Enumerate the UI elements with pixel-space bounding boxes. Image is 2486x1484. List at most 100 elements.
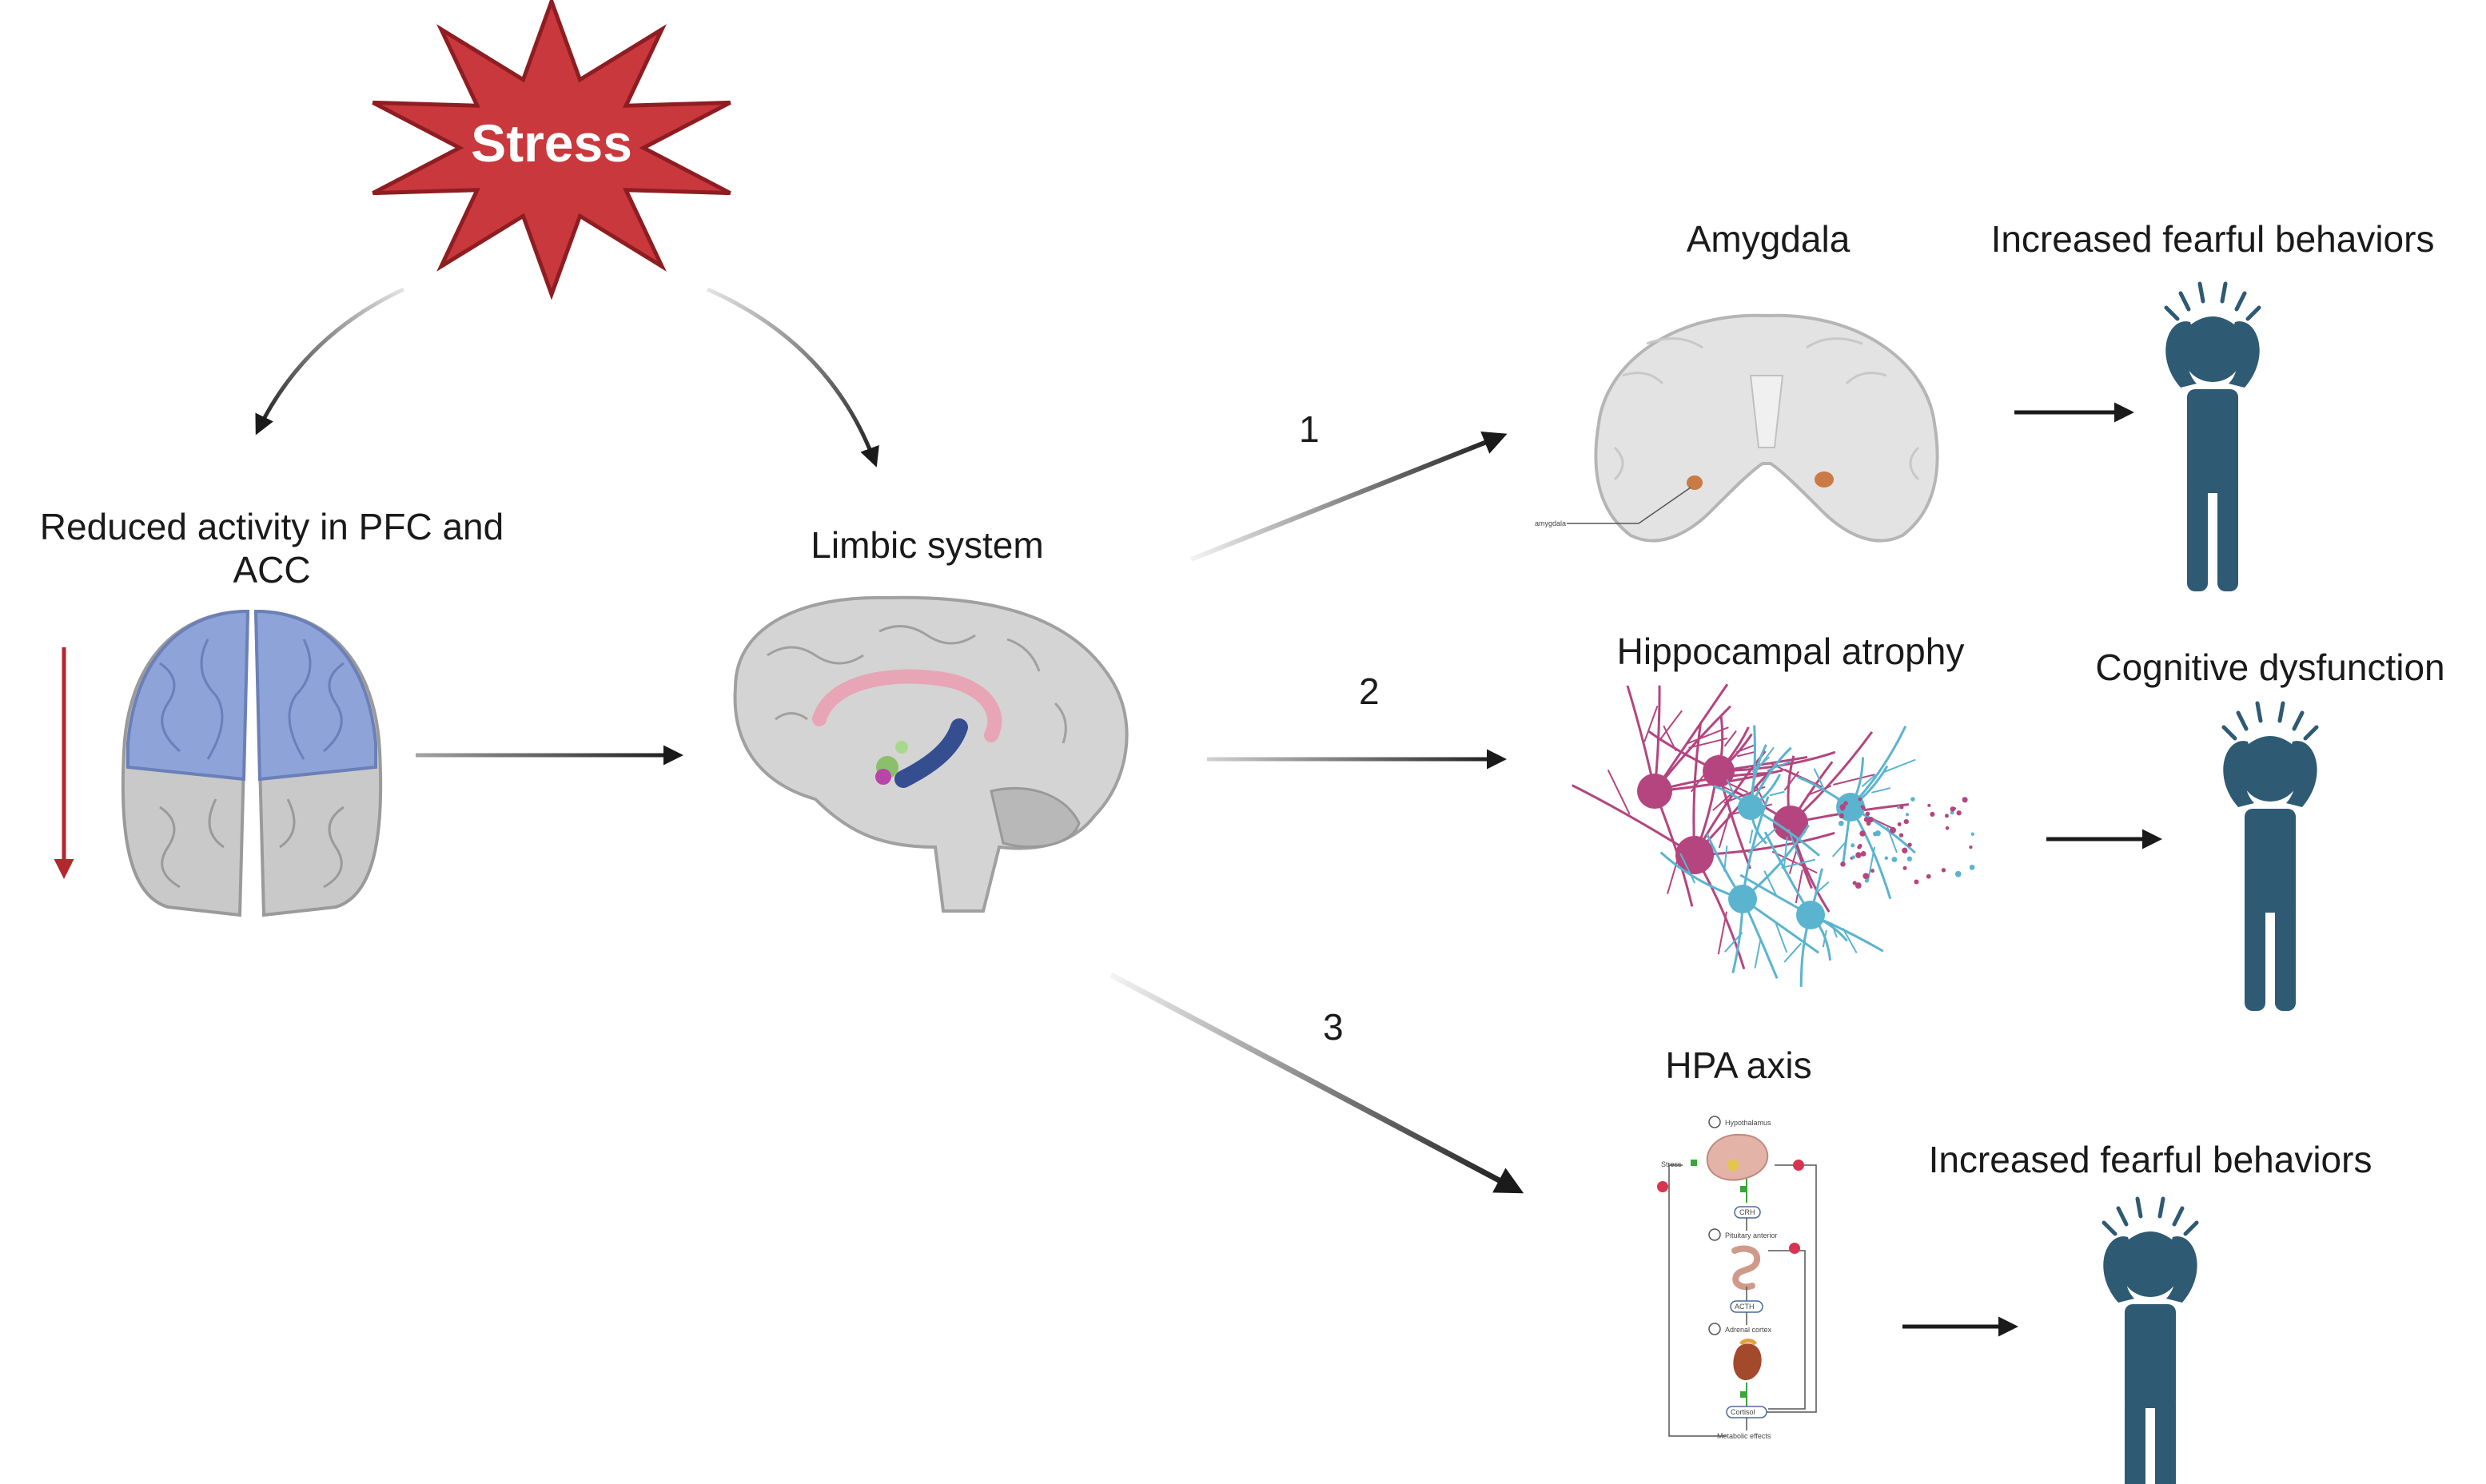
stress-starburst [372,0,731,300]
dendrite-branch [1607,769,1631,815]
dendrite-branch [1724,932,1743,953]
synapse-dot [1861,806,1866,810]
limbic-system-label: Limbic system [811,524,1044,566]
dendrite-branch [1831,841,1847,857]
dendrite-branch [1822,929,1827,948]
neuron-soma [1773,806,1808,841]
dendrite-branch [1783,942,1803,963]
neuron-soma [1637,774,1672,809]
dendrite-branch [1723,730,1737,747]
pfc-brain-top-view [121,609,383,917]
dendrite-branch [1882,758,1916,774]
dendrite-branch [1717,911,1727,955]
synapse-dot [1899,805,1904,810]
synapse-dot [1907,842,1912,847]
hpa-axis-label: HPA axis [1665,1044,1812,1086]
dendrite-branch [1775,921,1788,953]
fearful-person-icon-1 [2164,281,2261,591]
synapse-dot [1902,865,1907,870]
synapse-dot [1962,797,1968,803]
synapse-dot [1858,843,1863,849]
synapse-dot [1840,861,1846,867]
hpa-effects-label: Metabolic effects [1717,1432,1771,1440]
dendrite-branch [1688,737,1728,749]
fearful-person-icon-3 [2102,1196,2199,1484]
hpa-crh-label: CRH [1739,1208,1755,1216]
dendrite-branch [1690,754,1720,793]
dendrite-branch [1767,760,1791,772]
dendrite-branch [1769,790,1785,797]
dendrite-branch [1788,850,1798,874]
neuron-network [1572,683,1975,987]
hpa-axis-diagram: Hypothalamus CRH Pituitary anterior ACTH… [1657,1116,1817,1440]
arrow-stress-to-limbic [706,287,879,467]
synapse-dot [1864,878,1869,883]
dendrite-branch [1787,829,1800,857]
synapse-dot [1970,832,1975,836]
hpa-acth-label: ACTH [1735,1303,1755,1311]
dendrite-branch [1659,710,1683,741]
synapse-dot [1860,851,1866,857]
dendrite-branch [1763,870,1778,897]
synapse-dot [1891,857,1898,862]
synapse-dot [1927,803,1931,807]
synapse-dot [1897,822,1902,827]
path-number-1: 1 [1299,408,1320,450]
dendrite-branch [1815,881,1830,894]
synapse-dot [1914,879,1919,885]
dendrite-branch [1781,858,1816,869]
stress-label: Stress [471,113,632,173]
pfc-label-line1: Reduced activity in PFC and [39,506,504,547]
hpa-pituitary-label: Pituitary anterior [1725,1231,1778,1239]
synapse-dot [1865,811,1870,817]
amygdala-coronal-brain: amygdala [1535,313,1939,543]
synapse-dot [1867,816,1874,823]
dendrite-branch [1736,751,1755,758]
dendrite-branch [1795,869,1803,904]
synapse-dot [1902,847,1908,853]
hpa-stress-label: Stress [1661,1160,1682,1168]
dendrite-branch [1751,756,1771,773]
synapse-dot [1890,826,1896,834]
synapse-dot [1954,870,1962,877]
synapse-dot [1884,856,1888,860]
synapse-dot [1897,806,1901,810]
hippocampal-atrophy-label: Hippocampal atrophy [1616,631,1965,672]
limbic-brain-sagittal [733,595,1129,913]
synapse-dot [1910,797,1915,802]
synapse-dot [1843,801,1848,806]
amygdala-label: Amygdala [1686,218,1851,260]
arrow-path-1 [1189,431,1508,562]
synapse-dot [1851,843,1855,848]
dendrite-branch [1833,774,1875,786]
dendrite-branch [1747,827,1777,854]
synapse-dot [1838,820,1844,826]
synapse-dot [1905,813,1910,817]
dendrite-branch [1712,786,1740,811]
synapse-dot [1866,821,1871,826]
synapse-dot [1863,817,1870,822]
dendrite-branch [1813,768,1824,788]
dendrite-branch [1754,938,1762,969]
dendrite-branch [1663,725,1677,752]
synapse-dot [1950,810,1954,815]
hpa-cortisol-label: Cortisol [1731,1408,1755,1416]
synapse-dot [1903,818,1909,825]
synapse-dot [1840,806,1845,811]
outcome-label-1: Increased fearful behaviors [1990,218,2435,260]
synapse-dot [1851,855,1855,860]
dendrite-branch [1723,845,1728,872]
outcome-label-2: Cognitive dysfunction [2095,647,2445,688]
dendrite-branch [1771,850,1818,874]
arrow-path-3 [1110,972,1524,1194]
dendrite-branch [1726,778,1735,794]
dendrite-branch [1866,846,1876,881]
neuron-soma [1738,794,1763,820]
synapse-dot [1930,811,1935,817]
neuron-soma [1796,901,1825,929]
synapse-dot [1969,865,1975,870]
dendrite-branch [1861,774,1876,788]
dendrite [1572,784,1695,857]
